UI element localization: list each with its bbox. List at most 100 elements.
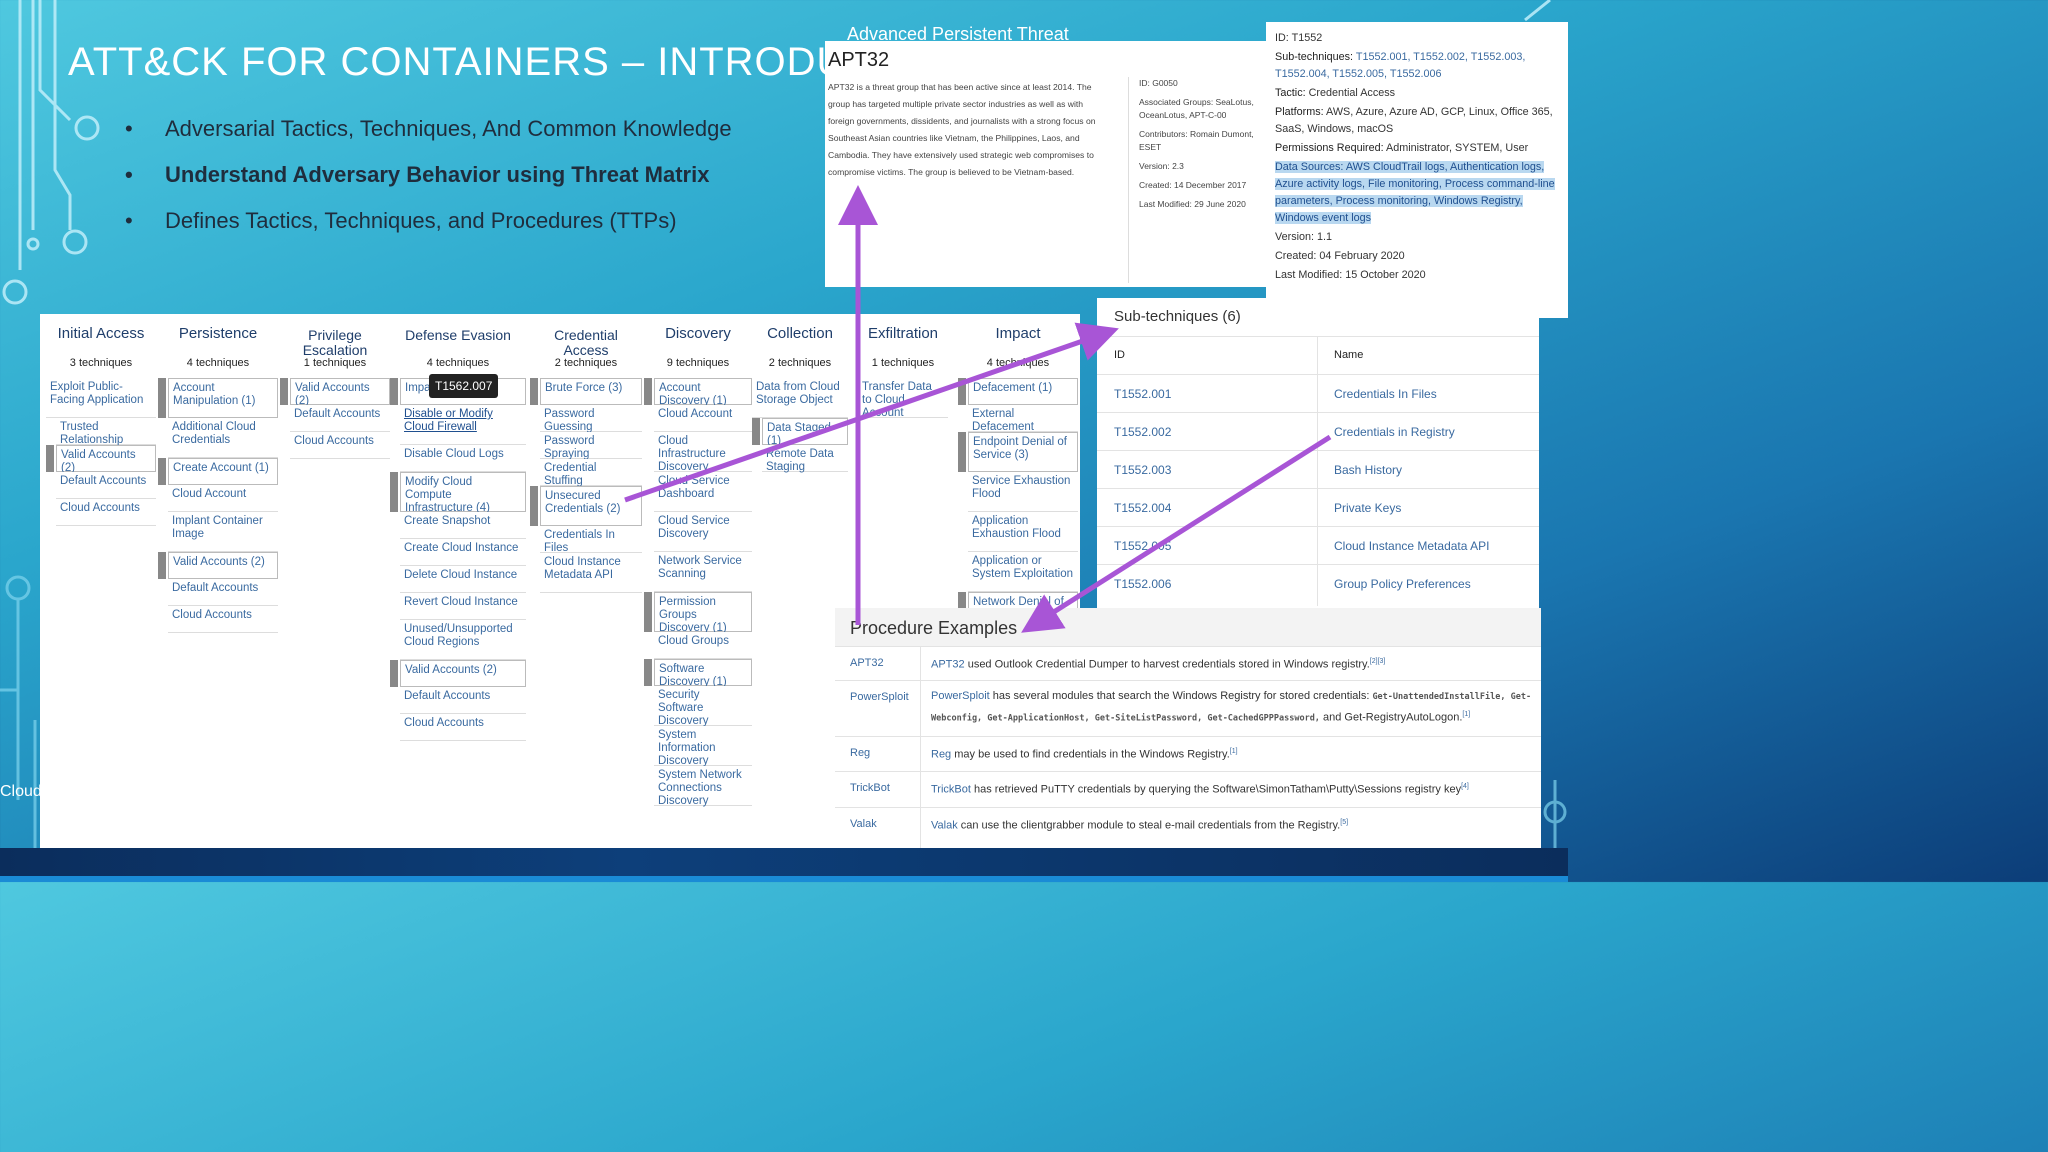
procedure-name[interactable]: Valak — [850, 818, 877, 830]
subtechnique-row[interactable]: T1552.003 Bash History — [1097, 450, 1539, 489]
tactic-header[interactable]: Persistence — [178, 325, 258, 342]
technique-cell[interactable]: Valid Accounts (2) — [290, 378, 390, 407]
technique-cell[interactable]: Data Staged (1) — [762, 418, 848, 447]
technique-cell[interactable]: Credential Stuffing — [540, 459, 642, 487]
subtechnique-row[interactable]: T1552.004 Private Keys — [1097, 488, 1539, 527]
technique-cell[interactable]: Delete Cloud Instance — [400, 566, 526, 593]
technique-cell[interactable]: Valid Accounts (2) — [168, 552, 278, 579]
technique-cell[interactable]: Account Discovery (1) — [654, 378, 752, 407]
technique-cell[interactable]: Default Accounts — [56, 472, 156, 499]
technique-cell[interactable]: Brute Force (3) — [540, 378, 642, 405]
technique-cell[interactable]: Cloud Instance Metadata API — [540, 553, 642, 593]
technique-cell[interactable]: Network Service Scanning — [654, 552, 752, 592]
subtechnique-name[interactable]: Credentials In Files — [1334, 387, 1437, 401]
technique-cell[interactable]: Service Exhaustion Flood — [968, 472, 1078, 512]
subtechnique-id[interactable]: T1552.006 — [1114, 577, 1172, 591]
technique-cell[interactable]: Create Snapshot — [400, 512, 526, 539]
procedure-name[interactable]: TrickBot — [850, 782, 890, 794]
technique-cell[interactable]: System Information Discovery — [654, 726, 752, 767]
technique-cell[interactable]: Valid Accounts (2) — [400, 660, 526, 687]
subtechnique-row[interactable]: T1552.001 Credentials In Files — [1097, 374, 1539, 413]
expand-handle[interactable] — [158, 378, 166, 418]
technique-cell[interactable]: Permission Groups Discovery (1) — [654, 592, 752, 634]
technique-cell[interactable]: Credentials In Files — [540, 526, 642, 554]
expand-handle[interactable] — [752, 418, 760, 445]
technique-cell[interactable]: Cloud Accounts — [168, 606, 278, 633]
technique-cell[interactable]: Additional Cloud Credentials — [168, 418, 278, 458]
technique-cell[interactable]: Cloud Accounts — [400, 714, 526, 741]
technique-cell[interactable]: Cloud Account — [168, 485, 278, 512]
tactic-header[interactable]: Impact — [995, 325, 1041, 342]
technique-cell[interactable]: Revert Cloud Instance — [400, 593, 526, 620]
technique-cell[interactable]: Data from Cloud Storage Object — [752, 378, 848, 418]
tactic-header[interactable]: Privilege Escalation — [302, 327, 368, 358]
technique-cell[interactable]: Default Accounts — [400, 687, 526, 714]
subtech-ids[interactable]: T1552.001, T1552.002, T1552.003, T1552.0… — [1275, 51, 1526, 80]
subtechnique-id[interactable]: T1552.005 — [1114, 539, 1172, 553]
expand-handle[interactable] — [644, 592, 652, 632]
expand-handle[interactable] — [644, 378, 652, 405]
tactic-header[interactable]: Defense Evasion — [405, 327, 511, 343]
procedure-name[interactable]: PowerSploit — [850, 691, 909, 703]
expand-handle[interactable] — [390, 472, 398, 512]
subtechnique-row[interactable]: T1552.006 Group Policy Preferences — [1097, 564, 1539, 603]
expand-handle[interactable] — [530, 378, 538, 405]
technique-cell[interactable]: Unsecured Credentials (2) — [540, 486, 642, 526]
technique-cell[interactable]: Account Manipulation (1) — [168, 378, 278, 418]
technique-cell[interactable]: Transfer Data to Cloud Account — [858, 378, 948, 419]
expand-handle[interactable] — [958, 378, 966, 405]
subtechnique-name[interactable]: Bash History — [1334, 463, 1403, 477]
technique-cell[interactable]: Software Discovery (1) — [654, 659, 752, 688]
expand-handle[interactable] — [158, 458, 166, 485]
expand-handle[interactable] — [280, 378, 288, 405]
technique-cell[interactable]: Application Exhaustion Flood — [968, 512, 1078, 552]
technique-cell[interactable]: Implant Container Image — [168, 512, 278, 552]
technique-cell[interactable]: Remote Data Staging — [762, 445, 848, 473]
technique-cell[interactable]: Exploit Public-Facing Application — [46, 378, 156, 418]
subtechnique-name[interactable]: Cloud Instance Metadata API — [1334, 539, 1490, 553]
tactic-header[interactable]: Exfiltration — [867, 325, 939, 342]
technique-cell[interactable]: Trusted Relationship — [56, 418, 156, 446]
technique-cell[interactable]: Disable or Modify Cloud Firewall — [400, 405, 526, 445]
subtechnique-row[interactable]: T1552.002 Credentials in Registry — [1097, 412, 1539, 451]
technique-cell[interactable]: Modify Cloud Compute Infrastructure (4) — [400, 472, 526, 514]
procedure-name[interactable]: APT32 — [850, 657, 884, 669]
expand-handle[interactable] — [390, 378, 398, 405]
technique-cell[interactable]: Password Spraying — [540, 432, 642, 460]
expand-handle[interactable] — [390, 660, 398, 687]
technique-cell[interactable]: Unused/Unsupported Cloud Regions — [400, 620, 526, 660]
technique-cell[interactable]: Cloud Groups — [654, 632, 752, 659]
tactic-header[interactable]: Discovery — [665, 325, 731, 342]
subtechnique-id[interactable]: T1552.003 — [1114, 463, 1172, 477]
technique-cell[interactable]: Cloud Infrastructure Discovery — [654, 432, 752, 473]
technique-cell[interactable]: External Defacement — [968, 405, 1078, 433]
subtechnique-id[interactable]: T1552.001 — [1114, 387, 1172, 401]
tactic-header[interactable]: Collection — [767, 325, 833, 342]
expand-handle[interactable] — [958, 432, 966, 472]
technique-cell[interactable]: Create Cloud Instance — [400, 539, 526, 566]
tactic-header[interactable]: Credential Access — [554, 327, 618, 358]
technique-cell[interactable]: Security Software Discovery — [654, 686, 752, 727]
technique-cell[interactable]: Endpoint Denial of Service (3) — [968, 432, 1078, 472]
subtechnique-name[interactable]: Credentials in Registry — [1334, 425, 1455, 439]
subtechnique-id[interactable]: T1552.004 — [1114, 501, 1172, 515]
tactic-header[interactable]: Initial Access — [57, 325, 145, 342]
procedure-name[interactable]: Reg — [850, 747, 871, 759]
expand-handle[interactable] — [46, 445, 54, 472]
technique-cell[interactable]: Password Guessing — [540, 405, 642, 433]
subtechnique-id[interactable]: T1552.002 — [1114, 425, 1172, 439]
technique-cell[interactable]: Create Account (1) — [168, 458, 278, 485]
technique-cell[interactable]: Default Accounts — [168, 579, 278, 606]
technique-cell[interactable]: Application or System Exploitation — [968, 552, 1078, 592]
technique-cell[interactable]: Cloud Service Dashboard — [654, 472, 752, 512]
subtechnique-name[interactable]: Private Keys — [1334, 501, 1402, 515]
expand-handle[interactable] — [158, 552, 166, 579]
technique-cell[interactable]: Disable Cloud Logs — [400, 445, 526, 472]
subtechnique-name[interactable]: Group Policy Preferences — [1334, 577, 1471, 591]
technique-cell[interactable]: Cloud Accounts — [56, 499, 156, 526]
subtechnique-row[interactable]: T1552.005 Cloud Instance Metadata API — [1097, 526, 1539, 565]
technique-cell[interactable]: System Network Connections Discovery — [654, 766, 752, 807]
technique-cell[interactable]: Cloud Accounts — [290, 432, 390, 459]
expand-handle[interactable] — [644, 659, 652, 686]
technique-cell[interactable]: Valid Accounts (2) — [56, 445, 156, 474]
